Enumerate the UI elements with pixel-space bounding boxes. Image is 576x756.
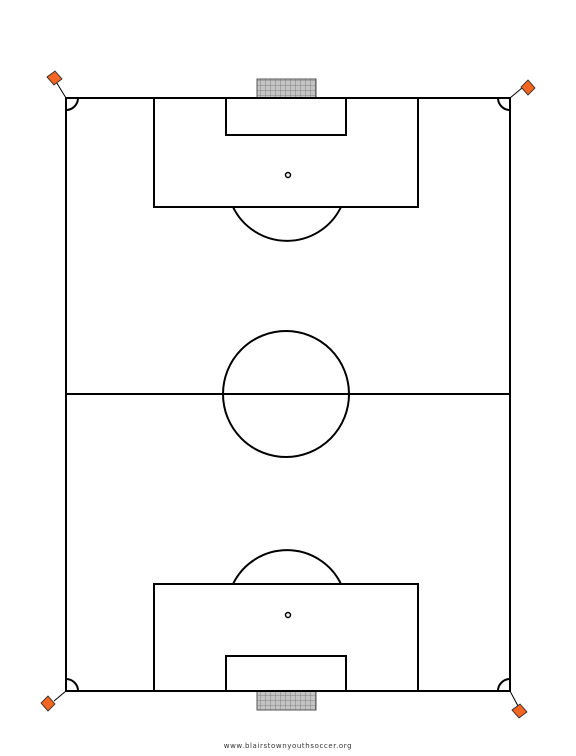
bottom-penalty-arc: [232, 549, 342, 585]
top-penalty-arc: [232, 206, 342, 242]
corner-flag-icon: [40, 690, 67, 712]
bottom-goal-area: [225, 655, 347, 692]
corner-arc-top-right: [497, 97, 511, 111]
corner-flag-icon: [46, 70, 67, 99]
corner-flag-icon: [509, 690, 528, 719]
top-penalty-area: [153, 97, 419, 208]
corner-arc-top-left: [65, 97, 79, 111]
bottom-goal-net-icon: [256, 690, 317, 711]
center-circle: [222, 330, 350, 458]
footer-website: www.blairstownyouthsoccer.org: [223, 742, 353, 750]
top-goal-area: [225, 97, 347, 136]
top-goal-net-icon: [256, 78, 317, 99]
bottom-penalty-spot: [284, 611, 292, 619]
corner-flag-icon: [509, 79, 536, 99]
corner-arc-bottom-right: [497, 678, 511, 692]
corner-arc-bottom-left: [65, 678, 79, 692]
bottom-penalty-area: [153, 583, 419, 692]
top-penalty-spot: [284, 171, 292, 179]
